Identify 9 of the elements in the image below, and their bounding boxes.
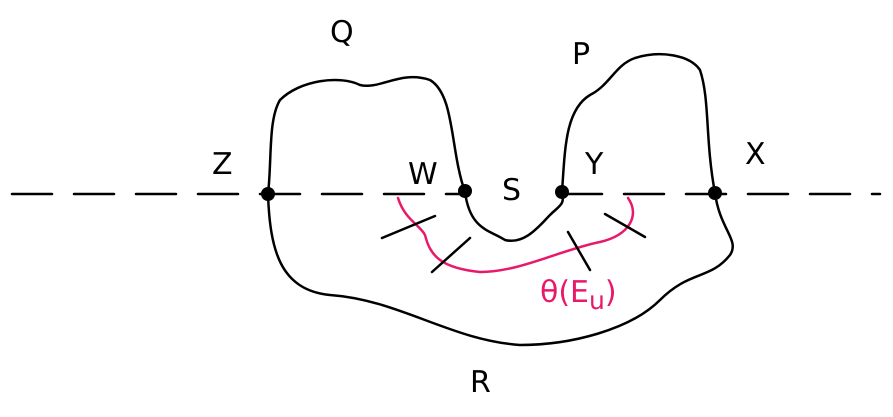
region-label: S <box>502 176 522 206</box>
region-label: R <box>470 368 491 398</box>
region-label: P <box>572 40 590 70</box>
point-label: X <box>745 140 766 170</box>
point-label: W <box>408 160 438 190</box>
point-label: Z <box>212 150 233 180</box>
point-label: Y <box>585 150 604 180</box>
region-label: Q <box>330 18 354 48</box>
curve-label: θ(E$_{u}$) <box>540 278 617 313</box>
